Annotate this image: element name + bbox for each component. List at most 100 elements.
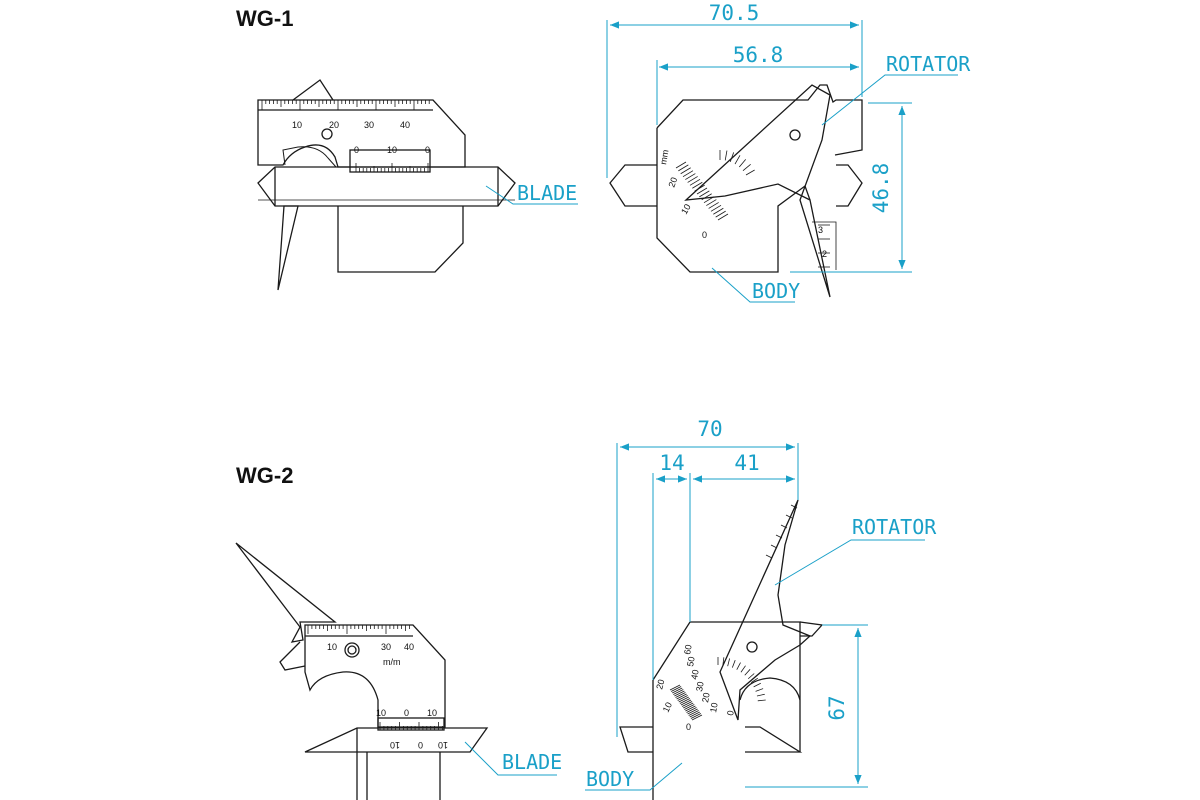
scale-tick (678, 164, 689, 172)
wg1-front-rotator (684, 84, 831, 298)
wg2-front-angle-label-50: 50 (685, 656, 697, 668)
wg1-front-dimension-labels: 70.5 56.8 46.8 ROTATOR BODY (709, 1, 972, 303)
scale-tick (680, 699, 692, 706)
scale-tick (717, 213, 729, 221)
scale-tick (745, 169, 755, 176)
scale-tick (706, 199, 717, 206)
wg2-dim-height: 67 (825, 695, 849, 720)
wg2-side-blade-label-0: 0 (418, 740, 423, 750)
wg2-front-angle-label-0: 0 (725, 710, 736, 717)
wg1-side-scale-label-40: 40 (400, 120, 410, 130)
scale-tick (790, 504, 798, 509)
wg1-body-leader (711, 267, 795, 303)
scale-tick (676, 693, 687, 700)
wg2-side-scale-label-30: 30 (381, 642, 391, 652)
scale-tick (679, 698, 691, 704)
wg1-front-left-tab (609, 164, 657, 207)
wg1-front-dimensions (606, 20, 958, 303)
wg2-front-right-tab (745, 726, 803, 753)
wg2-side-knob-outer (344, 642, 360, 658)
wg2-side-scale-body (304, 624, 446, 728)
wg1-front-rotator-label-3: 3 (818, 225, 823, 235)
wg1-front-scale-label-20: 20 (666, 176, 679, 189)
wg2-side-blade-label-10a: 10 (390, 740, 400, 750)
wg2-rotator-leader (774, 539, 925, 586)
wg2-front-scale-label-0: 0 (686, 722, 691, 732)
wg1-side-view (257, 79, 516, 291)
wg2-front-angle-label-60: 60 (682, 644, 694, 656)
wg1-front-scale-unit: mm (658, 149, 670, 166)
scale-tick (755, 688, 764, 692)
wg1-front-right-tab (836, 164, 863, 207)
scale-tick (750, 677, 759, 683)
wg1-side-lower-body (337, 206, 464, 273)
wg1-dim-inner: 56.8 (733, 43, 784, 67)
scale-tick (673, 689, 684, 695)
scale-tick (780, 524, 788, 529)
scale-tick (722, 657, 725, 666)
scale-tick (684, 704, 695, 710)
wg2-side-scale-label-40: 40 (404, 642, 414, 652)
scale-tick (734, 155, 741, 165)
wg1-rotator-label: ROTATOR (886, 52, 971, 76)
scale-tick (729, 152, 735, 162)
scale-tick (696, 187, 708, 195)
scale-tick (685, 705, 696, 712)
scale-tick (703, 196, 715, 204)
wg2-side-blade-label: BLADE (502, 750, 562, 774)
scale-tick (756, 693, 765, 697)
scale-tick (685, 173, 696, 180)
scale-tick (677, 695, 688, 701)
scale-tick (670, 686, 682, 692)
scale-tick (680, 167, 691, 175)
scale-tick (682, 170, 694, 178)
scale-tick (724, 150, 728, 161)
scale-tick (738, 159, 747, 168)
scale-tick (669, 684, 681, 691)
scale-tick (674, 690, 685, 697)
wg1-front-labels: mm 20 10 0 3 2 (658, 149, 827, 259)
scale-tick (715, 210, 726, 218)
wg2-side-vernier-label-0: 0 (404, 708, 409, 718)
wg1-side-vernier-label-10: 10 (387, 145, 397, 155)
scale-tick (765, 554, 773, 559)
wg2-front-labels: 20 10 0 60 50 40 30 20 10 0 (654, 644, 736, 732)
wg1-front-scale-label-10: 10 (679, 202, 693, 216)
wg2-front-left-tab (619, 726, 653, 753)
scale-tick (713, 207, 724, 215)
wg1-body-label: BODY (752, 279, 800, 303)
scale-tick (710, 204, 722, 212)
wg2-front-dimension-labels: 70 14 41 67 ROTATOR BODY (586, 417, 937, 791)
wg2-title: WG-2 (236, 463, 293, 488)
wg1-side-vernier-label-0b: 0 (425, 145, 430, 155)
wg2-body-leader (585, 762, 683, 791)
wg2-side-blade-label-10b: 10 (438, 740, 448, 750)
wg2-front-ticks (669, 504, 798, 721)
wg2-dim-right: 41 (734, 451, 759, 475)
wg2-side-unit-label: m/m (383, 657, 401, 667)
scale-tick (687, 176, 698, 183)
wg1-front-scale-label-0: 0 (702, 230, 707, 240)
wg1-side-scale-label-20: 20 (329, 120, 339, 130)
wg1-side-scale-label-10: 10 (292, 120, 302, 130)
wg1-side-scale-label-30: 30 (364, 120, 374, 130)
scale-tick (731, 660, 736, 668)
wg1-side-vernier-label-0a: 0 (354, 145, 359, 155)
wg2-front-scale-label-10: 10 (661, 701, 674, 714)
scale-tick (753, 682, 761, 688)
scale-tick (770, 544, 778, 549)
scale-tick (740, 665, 746, 673)
scale-tick (775, 534, 783, 539)
scale-tick (688, 710, 699, 716)
scale-tick (689, 178, 701, 186)
wg1-front-pivot-hole (789, 129, 801, 141)
wg2-body-label: BODY (586, 767, 634, 791)
wg2-side-view (235, 542, 489, 800)
wg1-side-blade-callout: BLADE (485, 181, 578, 205)
wg2-front-rotator (719, 499, 812, 721)
wg2-rotator-label: ROTATOR (852, 515, 937, 539)
wg1-front-body-top (656, 84, 863, 156)
wg1-side-spike (277, 205, 299, 291)
scale-tick (690, 713, 702, 719)
